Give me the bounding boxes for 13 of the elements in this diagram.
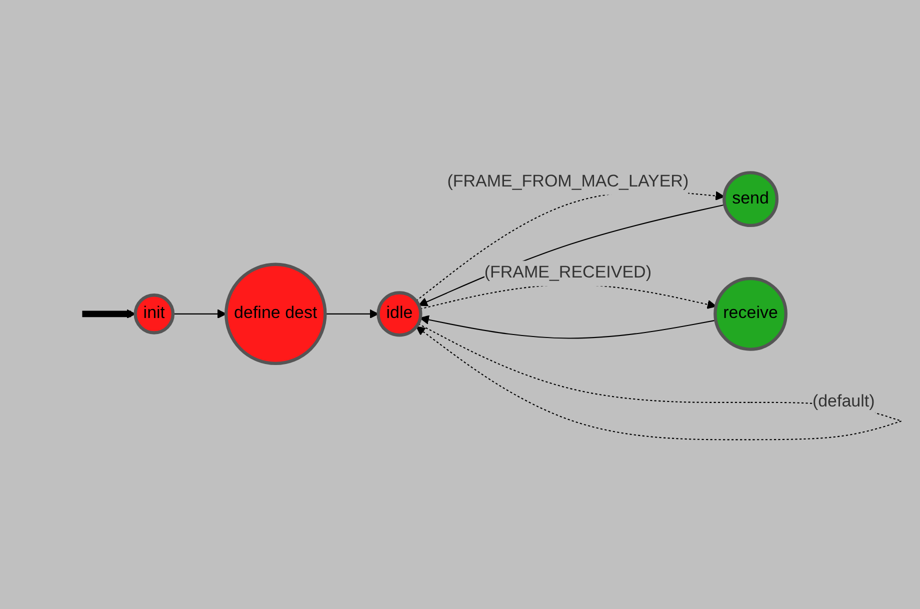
node-circle: idle bbox=[376, 291, 422, 337]
arrow bbox=[420, 315, 716, 339]
node-circle: init bbox=[134, 294, 175, 334]
node-circle: define dest bbox=[224, 262, 327, 366]
edge-label: (FRAME_FROM_MAC_LAYER) bbox=[447, 172, 689, 191]
arrow bbox=[325, 309, 379, 319]
node-circle: send bbox=[722, 171, 779, 228]
node-circle: receive bbox=[714, 276, 788, 351]
edge-label: (default) bbox=[812, 392, 875, 411]
arrow bbox=[82, 309, 136, 319]
arrow bbox=[416, 190, 725, 302]
edge-label: (FRAME_RECEIVED) bbox=[484, 264, 652, 282]
arrow bbox=[172, 309, 227, 319]
